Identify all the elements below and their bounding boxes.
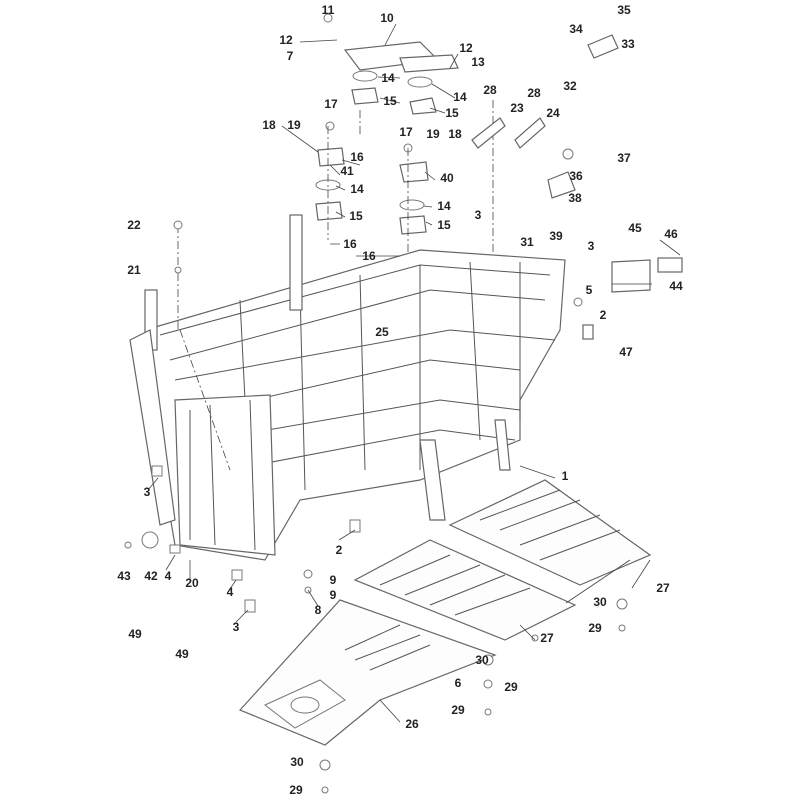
callout-label: 19: [426, 127, 440, 141]
callout-label: 3: [474, 208, 482, 222]
callout-label: 14: [453, 90, 467, 104]
callout-label: 28: [527, 86, 541, 100]
callout-label: 7: [286, 49, 294, 63]
callout-label: 49: [128, 627, 142, 641]
callout-label: 29: [504, 680, 518, 694]
callout-label: 29: [451, 703, 465, 717]
callout-label: 9: [329, 588, 337, 602]
callout-label: 8: [314, 603, 322, 617]
callout-label: 44: [669, 279, 683, 293]
callout-label: 9: [329, 573, 337, 587]
callout-label: 13: [471, 55, 485, 69]
callout-label: 14: [381, 71, 395, 85]
callout-label: 38: [568, 191, 582, 205]
callout-label: 39: [549, 229, 563, 243]
callout-label: 14: [437, 199, 451, 213]
callout-label: 4: [164, 569, 172, 583]
callout-label: 15: [349, 209, 363, 223]
skid-plate-front: [238, 599, 497, 746]
callout-label: 4: [226, 585, 234, 599]
callout-label: 27: [540, 631, 554, 645]
callout-label: 29: [289, 783, 303, 797]
callout-label: 3: [587, 239, 595, 253]
callout-label: 30: [290, 755, 304, 769]
callout-label: 46: [664, 227, 678, 241]
callout-label: 31: [520, 235, 534, 249]
callout-label: 2: [599, 308, 607, 322]
callout-label: 47: [619, 345, 633, 359]
callout-label: 5: [585, 283, 593, 297]
callout-label: 3: [232, 620, 240, 634]
skid-plate-right: [448, 479, 652, 586]
callout-label: 40: [440, 171, 454, 185]
callout-label: 35: [617, 3, 631, 17]
callout-label: 17: [324, 97, 338, 111]
callout-label: 16: [350, 150, 364, 164]
callout-label: 36: [569, 169, 583, 183]
callout-label: 1: [561, 469, 569, 483]
callout-label: 15: [437, 218, 451, 232]
callout-label: 43: [117, 569, 131, 583]
callout-label: 22: [127, 218, 141, 232]
skid-plate-middle: [353, 539, 577, 641]
callout-label: 33: [621, 37, 635, 51]
callout-label: 19: [287, 118, 301, 132]
callout-label: 42: [144, 569, 158, 583]
callout-label: 3: [143, 485, 151, 499]
callout-label: 2: [335, 543, 343, 557]
callout-label: 30: [475, 653, 489, 667]
callout-label: 29: [588, 621, 602, 635]
callout-label: 12: [459, 41, 473, 55]
callout-label: 41: [340, 164, 354, 178]
callout-label: 20: [185, 576, 199, 590]
callout-label: 24: [546, 106, 560, 120]
callout-label: 26: [405, 717, 419, 731]
callout-label: 49: [175, 647, 189, 661]
top-bracket-assembly: [315, 13, 494, 260]
callout-label: 25: [375, 325, 389, 339]
callout-label: 45: [628, 221, 642, 235]
callout-label: 12: [279, 33, 293, 47]
callout-label: 16: [362, 249, 376, 263]
callout-label: 37: [617, 151, 631, 165]
callout-label: 18: [448, 127, 462, 141]
callout-label: 21: [127, 263, 141, 277]
callout-label: 15: [445, 106, 459, 120]
callout-label: 30: [593, 595, 607, 609]
callout-label: 27: [656, 581, 670, 595]
callout-label: 6: [454, 676, 462, 690]
callout-label: 10: [380, 11, 394, 25]
callout-label: 32: [563, 79, 577, 93]
callout-label: 11: [321, 3, 335, 17]
callout-label: 15: [383, 94, 397, 108]
callout-label: 14: [350, 182, 364, 196]
callout-label: 23: [510, 101, 524, 115]
callout-label: 16: [343, 237, 357, 251]
callout-label: 28: [483, 83, 497, 97]
hardware-fasteners: [124, 220, 628, 794]
callout-label: 34: [569, 22, 583, 36]
callout-label: 18: [262, 118, 276, 132]
main-frame: [129, 214, 566, 561]
leader-lines: [147, 23, 681, 723]
callout-label: 17: [399, 125, 413, 139]
